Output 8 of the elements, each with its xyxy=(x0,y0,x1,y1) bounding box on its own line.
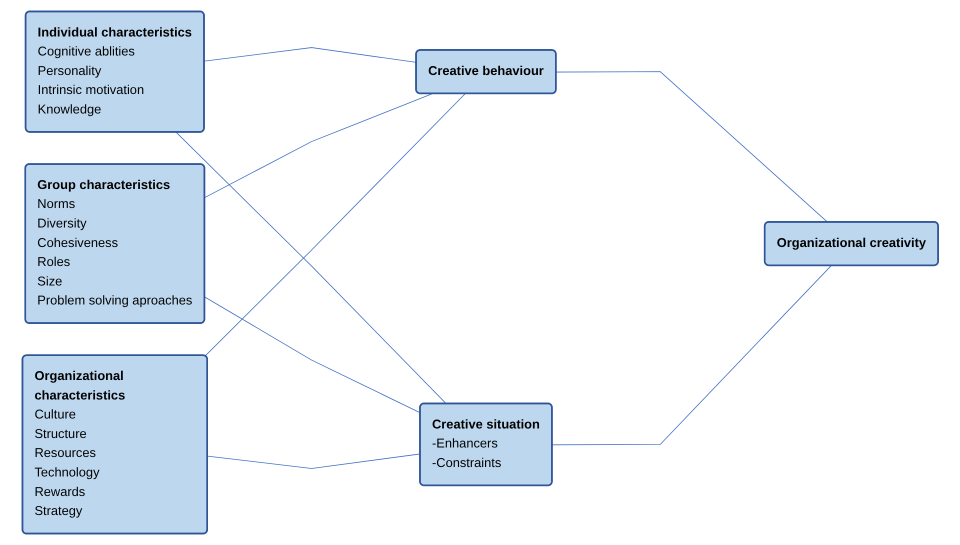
connector xyxy=(204,47,417,63)
connector xyxy=(204,93,432,198)
connector xyxy=(552,265,832,446)
connector xyxy=(556,71,828,223)
connector xyxy=(204,296,421,414)
connector xyxy=(176,132,446,404)
connector xyxy=(204,93,466,356)
connector xyxy=(206,454,421,469)
